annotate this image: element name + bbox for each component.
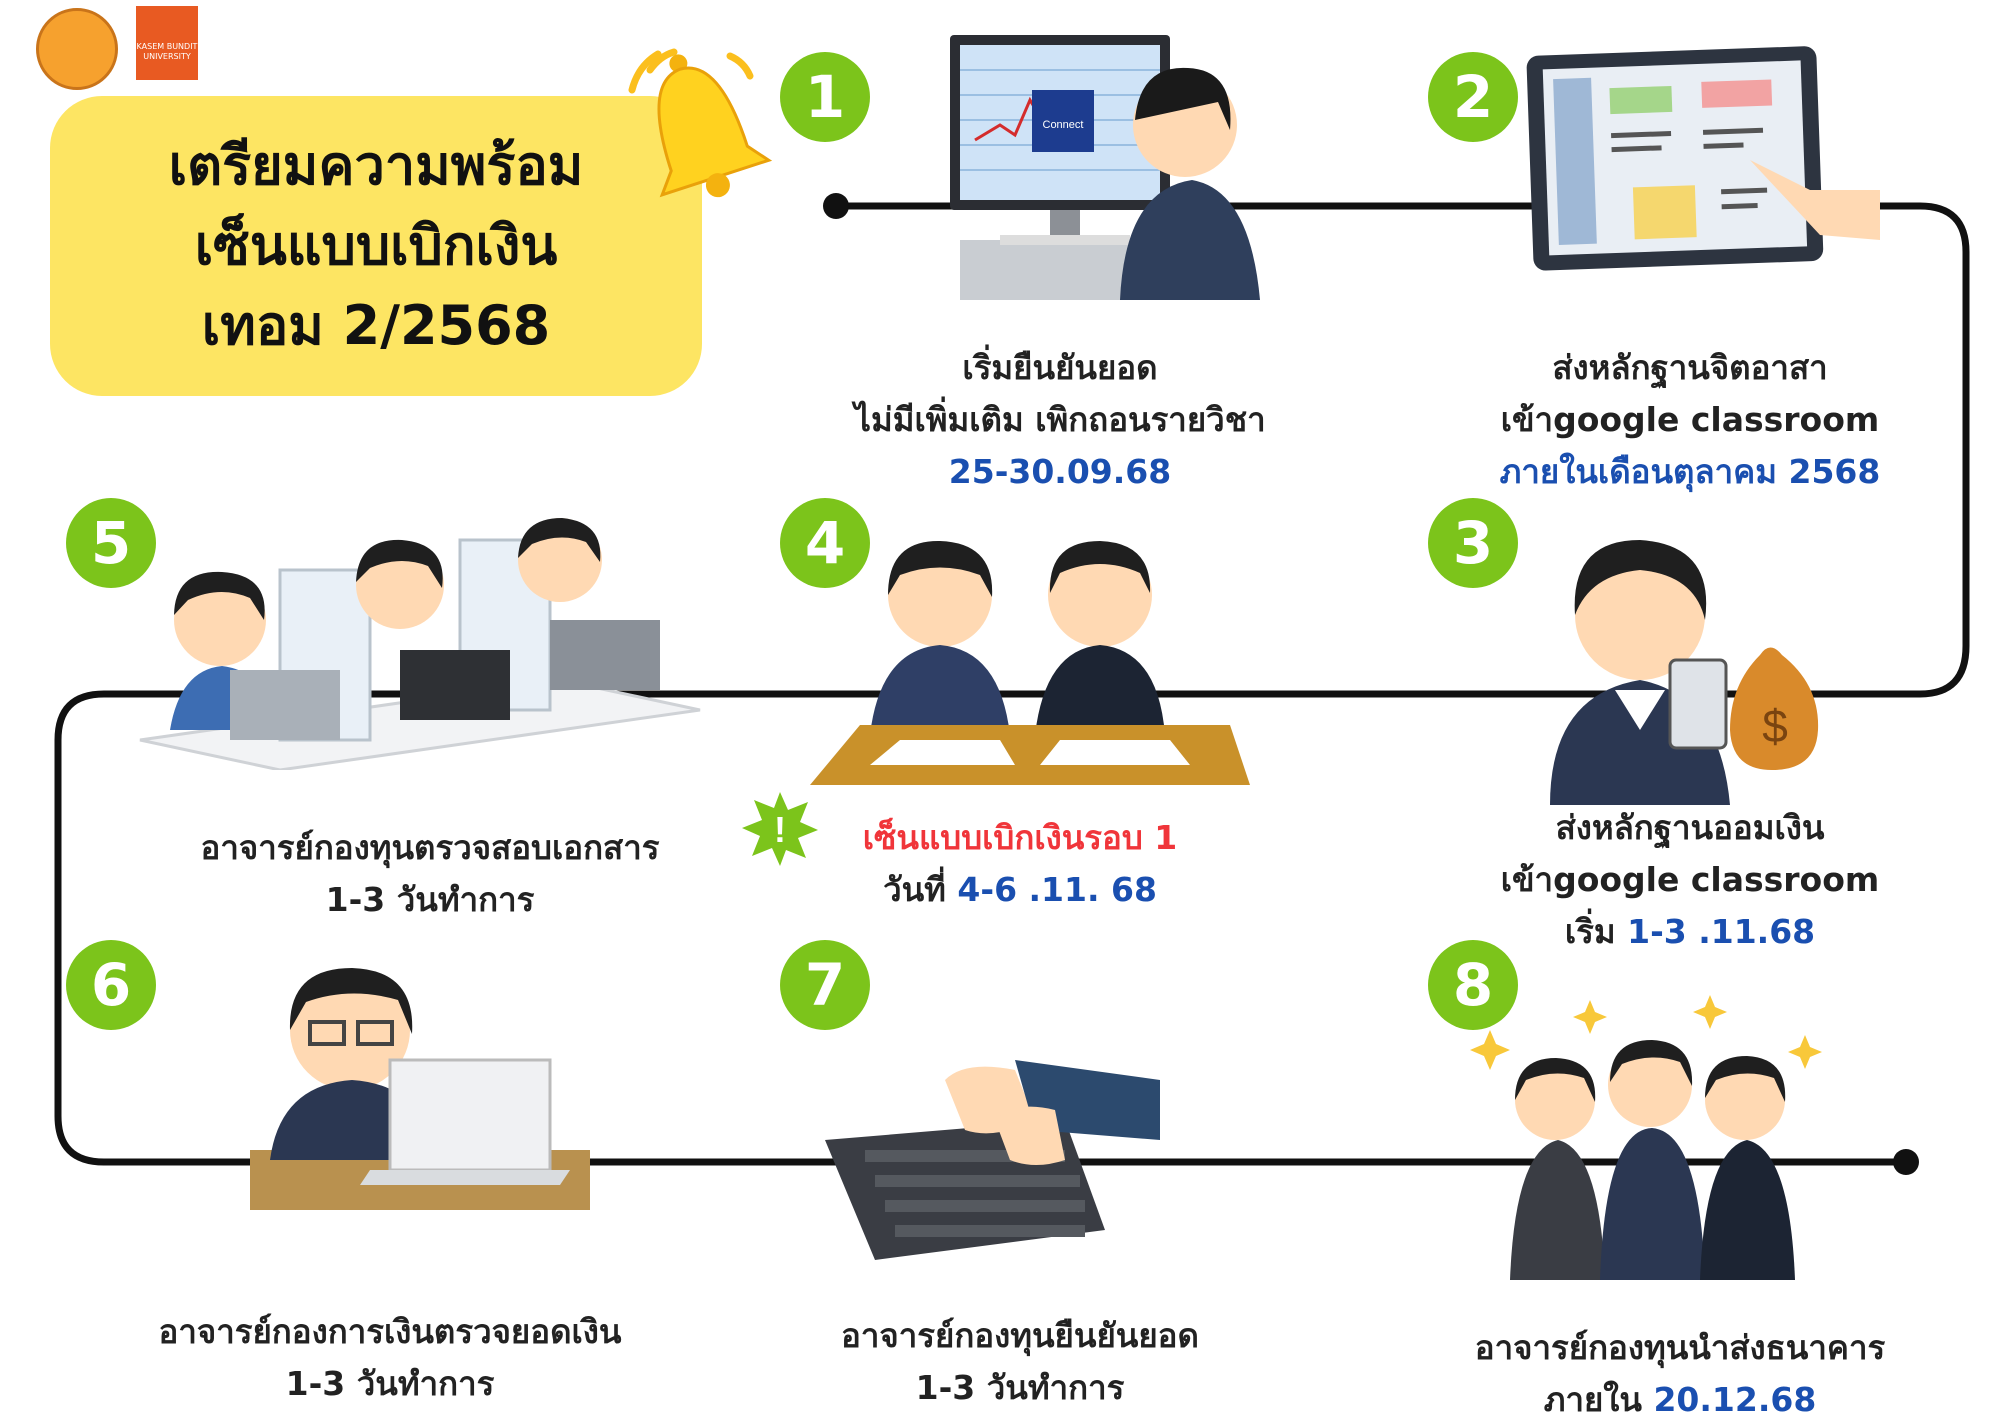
- svg-text:Connect: Connect: [1043, 119, 1084, 131]
- fund-teachers-illustration: [139, 518, 701, 770]
- saving-woman-illustration: $: [1550, 540, 1819, 805]
- money-bag-icon: [1730, 647, 1819, 770]
- calculator-icon: [1668, 658, 1728, 750]
- svg-text:!: !: [774, 809, 786, 850]
- title-line-2: เซ็นแบบเบิกเงิน: [194, 214, 558, 277]
- step-5-caption: อาจารย์กองทุนตรวจสอบเอกสาร 1-3 วันทำการ: [200, 828, 660, 919]
- kasem-bundit-logo: KASEM BUNDIT UNIVERSITY: [136, 6, 198, 80]
- team-running-illustration: [1470, 995, 1822, 1280]
- step-7-caption: อาจารย์กองทุนยืนยันยอด 1-3 วันทำการ: [841, 1316, 1199, 1407]
- students-illustration: [810, 540, 1250, 785]
- step-1-caption: เริ่มยืนยันยอด ไม่มีเพิ่มเติม เพิกถอนราย…: [854, 348, 1266, 491]
- title-line-3: เทอม 2/2568: [201, 294, 551, 357]
- alert-burst-icon: !: [742, 792, 818, 866]
- step-badge-7: 7: [780, 940, 870, 1030]
- title-box: เตรียมความพร้อม เซ็นแบบเบิกเงิน เทอม 2/2…: [50, 96, 702, 396]
- step-6-caption: อาจารย์กองการเงินตรวจยอดเงิน 1-3 วันทำกา…: [158, 1312, 622, 1403]
- step-8-caption: อาจารย์กองทุนนำส่งธนาคาร ภายใน 20.12.68: [1474, 1328, 1886, 1419]
- sparkle-icons: [1470, 995, 1822, 1070]
- step-badge-3: 3: [1428, 498, 1518, 588]
- step-badge-6: 6: [66, 940, 156, 1030]
- step-badge-5: 5: [66, 498, 156, 588]
- svg-text:$: $: [1762, 700, 1788, 752]
- path-start-dot: [823, 193, 849, 219]
- step-2-caption: ส่งหลักฐานจิตอาสา เข้าgoogle classroom ภ…: [1499, 348, 1881, 491]
- path-end-dot: [1893, 1149, 1919, 1175]
- step-badge-2: 2: [1428, 52, 1518, 142]
- step-badge-8: 8: [1428, 940, 1518, 1030]
- title-line-1: เตรียมความพร้อม: [168, 134, 584, 197]
- connect-logo: [1032, 90, 1094, 152]
- step-badge-1: 1: [780, 52, 870, 142]
- keyboard-hands-illustration: [825, 1060, 1160, 1260]
- finance-teacher-illustration: [250, 968, 590, 1210]
- computer-user-illustration: Connect: [950, 35, 1260, 300]
- school-logo: [36, 8, 118, 90]
- step-4-caption: เซ็นแบบเบิกเงินรอบ 1 วันที่ 4-6 .11. 68: [862, 818, 1178, 909]
- tablet-illustration: [1526, 46, 1880, 271]
- bell-icon: [628, 48, 773, 198]
- step-badge-4: 4: [780, 498, 870, 588]
- step-3-caption: ส่งหลักฐานออมเงิน เข้าgoogle classroom เ…: [1500, 808, 1880, 951]
